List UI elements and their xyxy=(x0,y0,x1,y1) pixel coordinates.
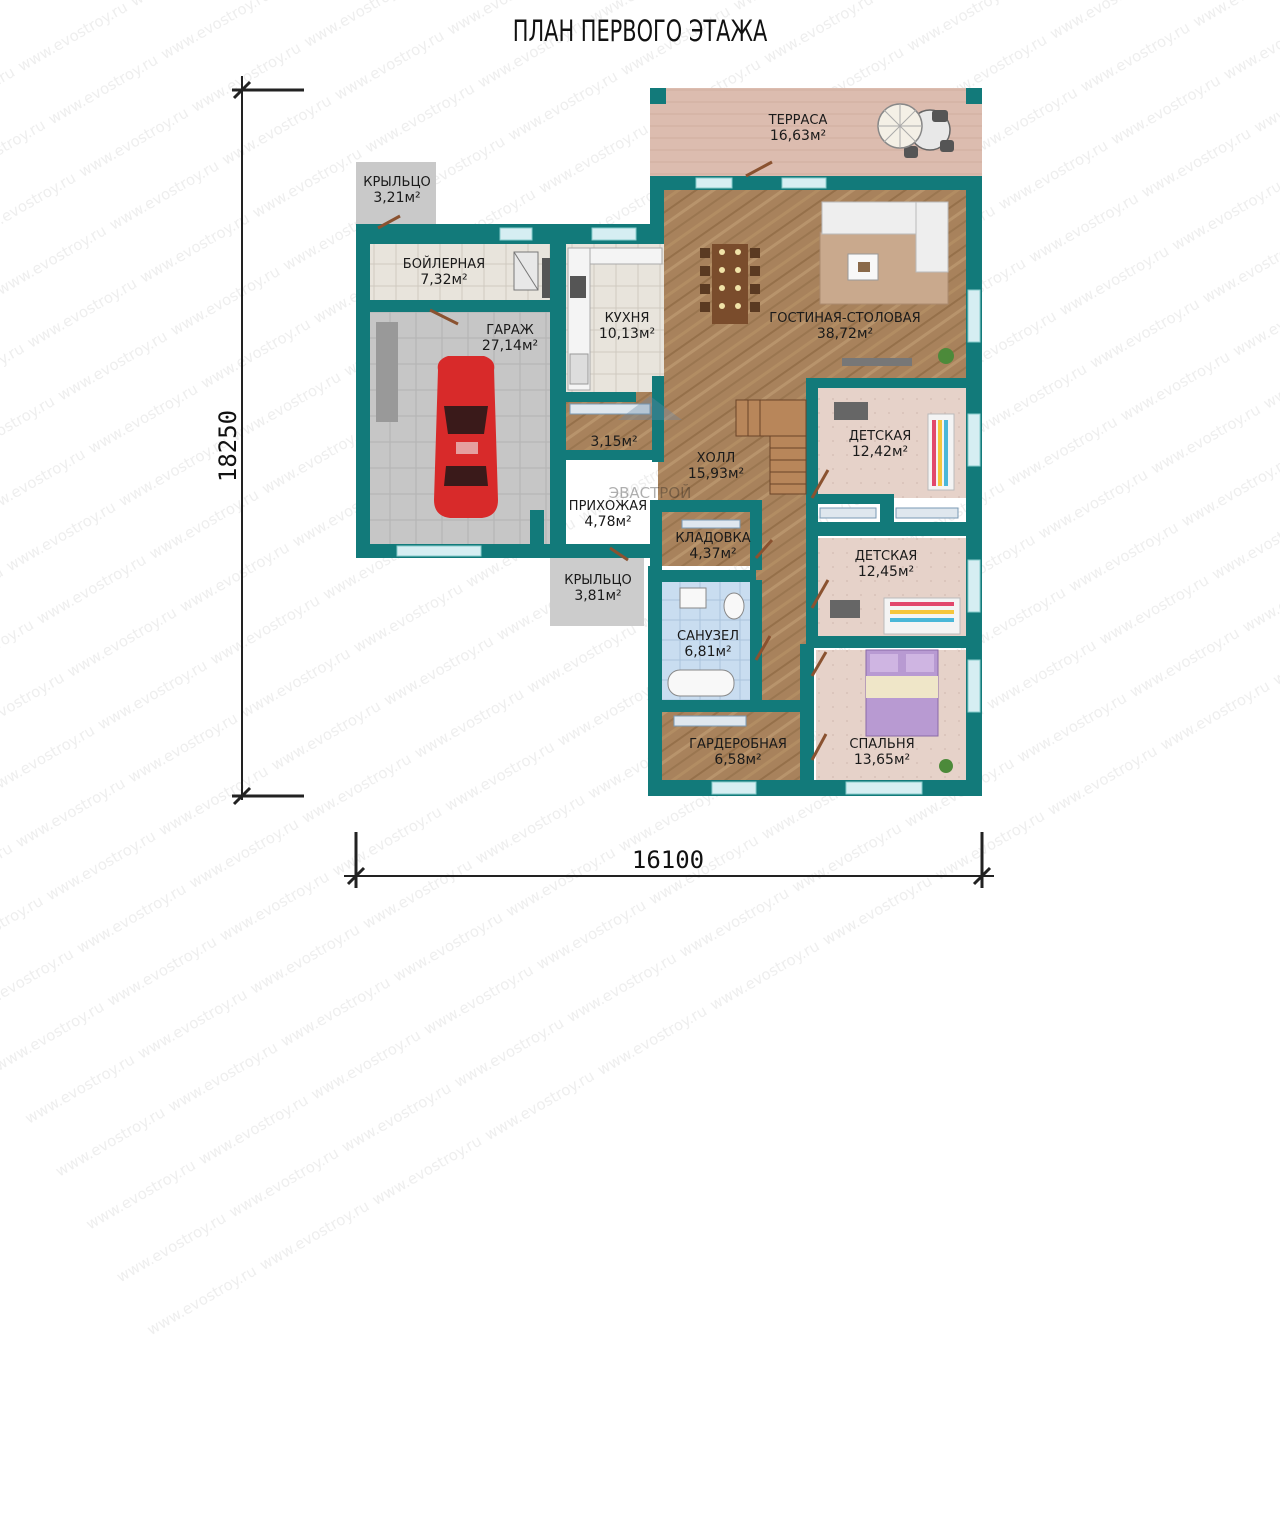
watermark-text: www.evostroy.ru xyxy=(82,1156,199,1234)
dimension-lines xyxy=(232,76,994,888)
watermark-text: www.evostroy.ru xyxy=(256,1196,373,1274)
room-area: 16,63м² xyxy=(770,128,826,144)
room-name: ГАРДЕРОБНАЯ xyxy=(689,737,787,752)
watermark-text: www.evostroy.ru xyxy=(52,1103,169,1181)
watermark-text: www.evostroy.ru xyxy=(481,1066,598,1144)
room-area: 6,58м² xyxy=(714,752,761,768)
width-dimension: 16100 xyxy=(632,846,704,874)
watermark-text: www.evostroy.ru xyxy=(164,1038,281,1116)
porch-top-floor xyxy=(356,162,436,224)
watermark-text: www.evostroy.ru xyxy=(338,1078,455,1157)
watermark-text: www.evostroy.ru xyxy=(706,936,823,1014)
doors xyxy=(377,160,830,761)
room-area: 3,15м² xyxy=(590,434,637,450)
garage-shelf xyxy=(376,322,398,422)
room-area: 3,21м² xyxy=(373,190,420,206)
room-name: ГАРАЖ xyxy=(486,323,534,338)
room-name: САНУЗЕЛ xyxy=(677,629,739,644)
room-area: 6,81м² xyxy=(684,644,731,660)
bath-fixtures xyxy=(667,587,745,697)
room-area: 27,14м² xyxy=(482,338,538,354)
room-area: 4,37м² xyxy=(689,546,736,562)
watermark-text: www.evostroy.ru xyxy=(308,1026,424,1104)
room-area: 12,42м² xyxy=(852,444,908,460)
kitchen-units xyxy=(567,247,663,391)
room-name: КРЫЛЬЦО xyxy=(363,175,431,190)
room-label-small: 3,15м² xyxy=(590,434,637,450)
room-area: 3,81м² xyxy=(574,588,621,604)
plan-title: ПЛАН ПЕРВОГО ЭТАЖА xyxy=(512,14,768,48)
beds xyxy=(830,402,961,773)
room-area: 15,93м² xyxy=(688,466,744,482)
height-dimension: 18250 xyxy=(214,410,242,482)
watermark-text: www.evostroy.ru xyxy=(113,1208,230,1287)
watermark-text: www.evostroy.ru xyxy=(134,985,251,1063)
room-name: КЛАДОВКА xyxy=(675,531,750,546)
watermark-text: www.evostroy.ru xyxy=(0,944,77,1022)
room-name: БОЙЛЕРНАЯ xyxy=(403,256,485,272)
room-name: ТЕРРАСА xyxy=(768,113,828,128)
dining-table-icon xyxy=(700,244,760,324)
svg-text:ЭВАСТРОЙ: ЭВАСТРОЙ xyxy=(609,483,692,502)
room-area: 38,72м² xyxy=(817,326,873,342)
room-area: 4,78м² xyxy=(584,514,631,530)
windows xyxy=(396,177,981,795)
watermark-text: www.evostroy.ru xyxy=(277,973,394,1051)
room-area: 13,65м² xyxy=(854,752,910,768)
room-name: ДЕТСКАЯ xyxy=(849,429,912,444)
terrace-table-icon xyxy=(877,103,954,158)
watermark-text: www.evostroy.ru xyxy=(103,932,220,1010)
room-name: КУХНЯ xyxy=(605,311,650,326)
watermark-text: www.evostroy.ru xyxy=(0,997,108,1075)
room-area: 7,32м² xyxy=(420,272,467,288)
watermark-text: www.evostroy.ru xyxy=(21,1050,138,1128)
living-furniture xyxy=(819,201,954,366)
watermark-text: www.evostroy.ru xyxy=(594,1001,711,1079)
watermark-text: www.evostroy.ru xyxy=(143,1261,260,1339)
room-name: ГОСТИНАЯ-СТОЛОВАЯ xyxy=(769,311,920,326)
staircase xyxy=(735,399,807,495)
radiators xyxy=(569,403,959,727)
wood-floor xyxy=(566,190,966,780)
watermark-text: www.evostroy.ru xyxy=(369,1131,485,1209)
watermark-text: www.evostroy.ru xyxy=(225,1143,342,1222)
center-logo: ЭВАСТРОЙ xyxy=(609,396,692,502)
watermark-text: www.evostroy.ru xyxy=(195,1091,312,1169)
room-name: СПАЛЬНЯ xyxy=(849,737,914,752)
room-name: КРЫЛЬЦО xyxy=(564,573,632,588)
watermark-text: www.evostroy.ru xyxy=(563,948,680,1027)
boiler-icon xyxy=(513,251,550,298)
room-labels: ТЕРРАСА16,63м²КРЫЛЬЦО3,21м²БОЙЛЕРНАЯ7,32… xyxy=(363,113,920,768)
room-name: ХОЛЛ xyxy=(697,451,736,466)
porch-bottom-floor xyxy=(550,556,644,626)
room-area: 10,13м² xyxy=(599,326,655,342)
watermark-text: www.evostroy.ru xyxy=(247,920,363,998)
watermark-text: www.evostroy.ru xyxy=(451,1013,567,1092)
car-icon xyxy=(434,356,498,518)
room-name: ДЕТСКАЯ xyxy=(855,549,918,564)
floor-plan: www.evostroy.ruwww.evostroy.ruwww.evostr… xyxy=(0,0,1280,1339)
room-area: 12,45м² xyxy=(858,564,914,580)
room-name: ПРИХОЖАЯ xyxy=(569,499,647,514)
watermark-text: www.evostroy.ru xyxy=(420,961,537,1039)
